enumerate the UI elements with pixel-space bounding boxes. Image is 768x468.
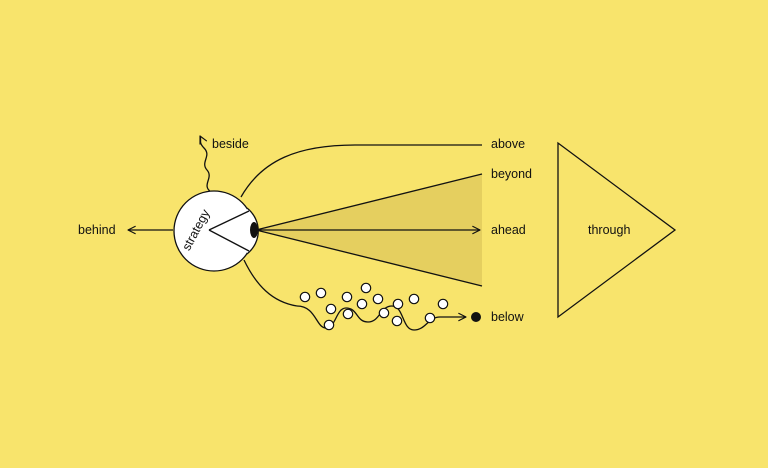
eye-pupil <box>250 222 258 238</box>
bubble <box>408 293 420 305</box>
bubble <box>360 282 372 294</box>
bubble <box>378 307 390 319</box>
bubble <box>372 293 384 305</box>
bubble <box>424 312 436 324</box>
bubbles <box>299 282 449 331</box>
label-below: below <box>491 310 525 324</box>
bubble <box>342 308 354 320</box>
bubble <box>299 291 311 303</box>
beside-squiggle <box>199 135 212 193</box>
eye-iris-upper <box>208 210 250 231</box>
bubble <box>325 303 337 315</box>
through-triangle <box>557 141 677 319</box>
cone-lower-edge <box>255 229 483 287</box>
bubble <box>341 291 353 303</box>
label-beyond: beyond <box>491 167 532 181</box>
label-behind: behind <box>78 223 116 237</box>
eye-ball <box>173 190 255 272</box>
label-ahead: ahead <box>491 223 526 237</box>
bubble <box>437 298 449 310</box>
below-curve <box>243 259 298 307</box>
eye-iris-lower <box>208 229 250 252</box>
cone-upper-edge <box>255 173 483 231</box>
below-dot <box>471 312 481 322</box>
above-curve <box>240 144 482 198</box>
bubble <box>391 315 403 327</box>
bubble <box>323 319 335 331</box>
label-through: through <box>588 223 630 237</box>
label-beside: beside <box>212 137 249 151</box>
label-above: above <box>491 137 525 151</box>
bubble <box>356 298 368 310</box>
bubble <box>392 298 404 310</box>
bubble <box>315 287 327 299</box>
